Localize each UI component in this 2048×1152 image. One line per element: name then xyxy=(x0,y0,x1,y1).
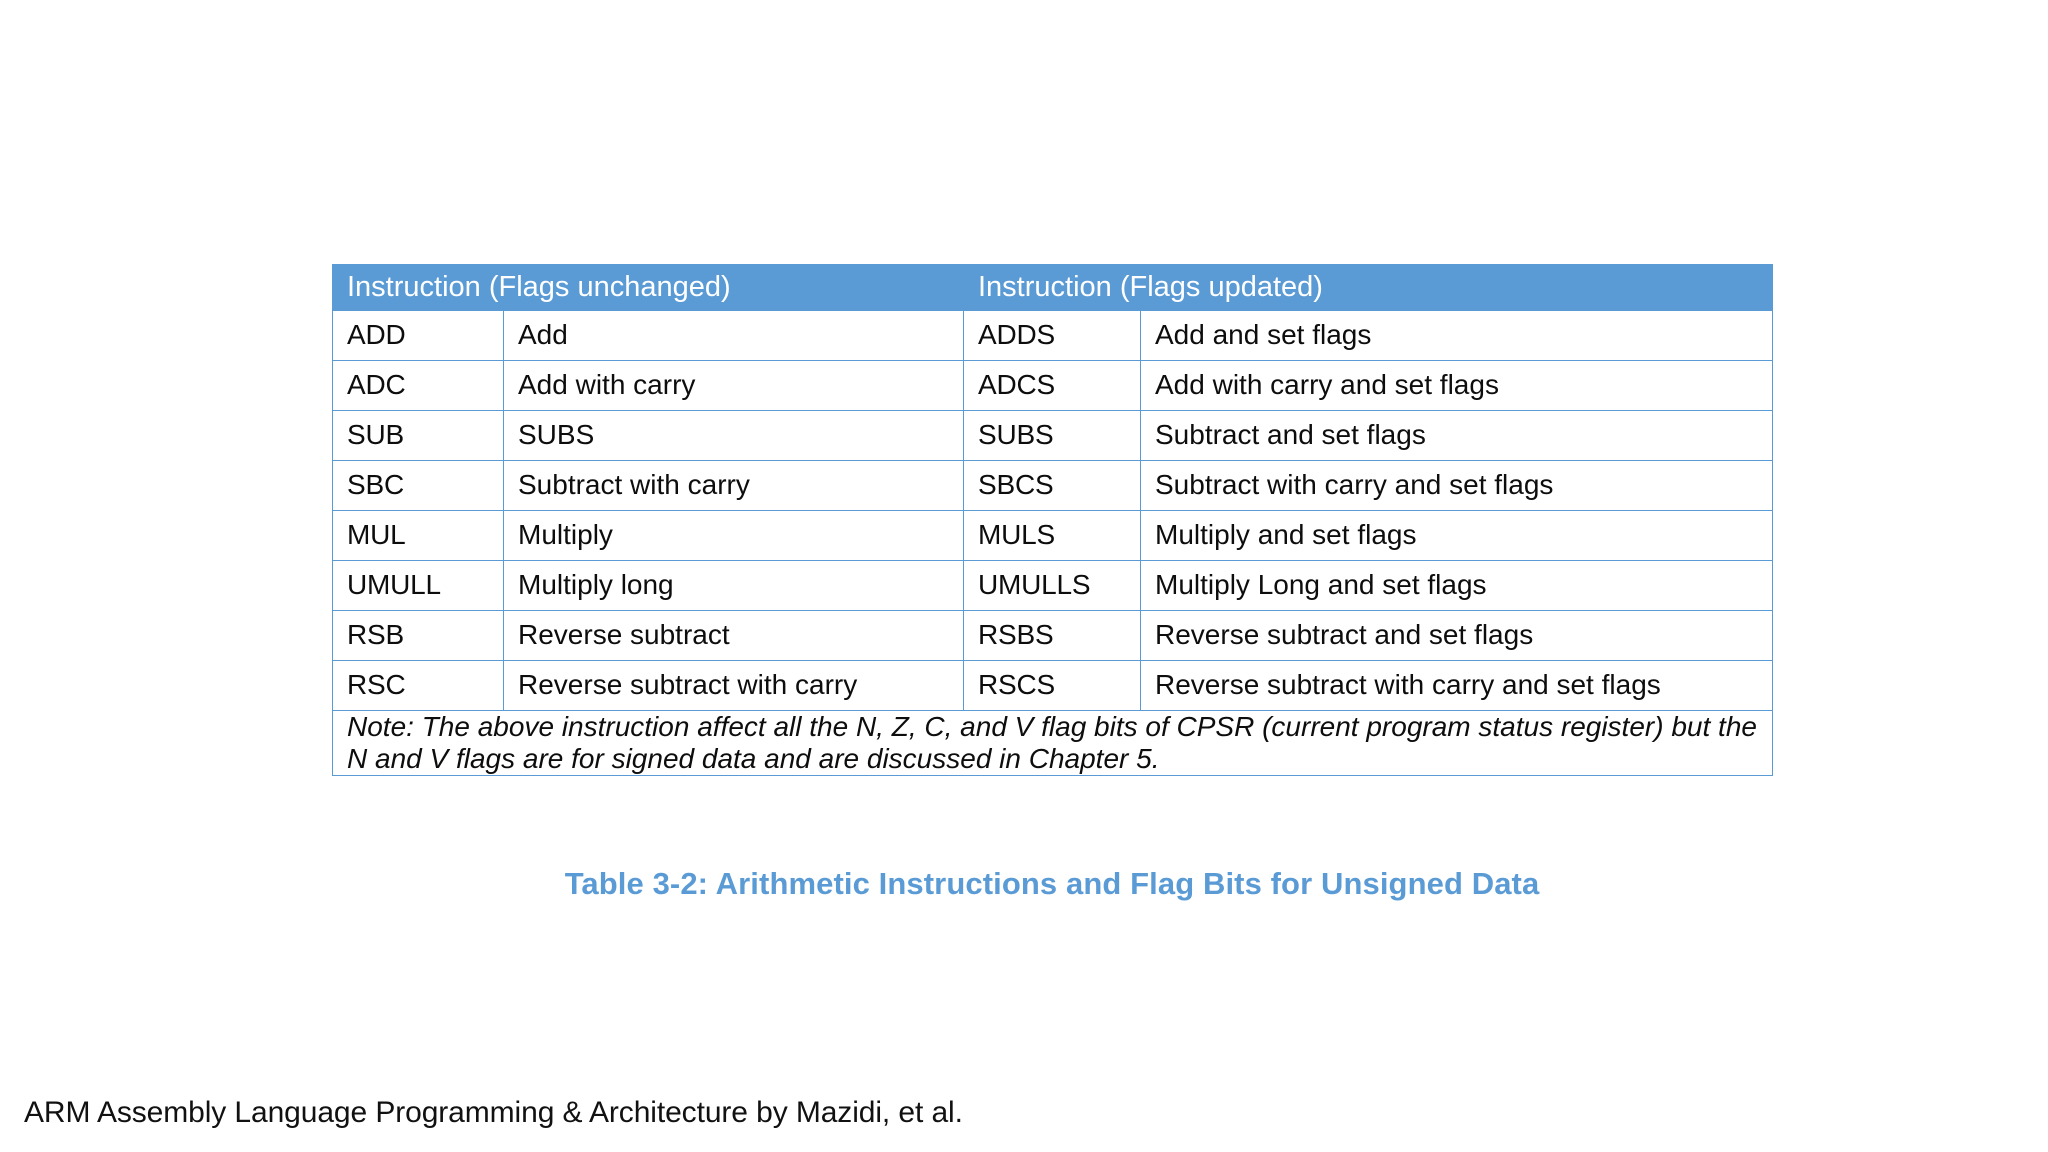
table-row: MUL Multiply MULS Multiply and set flags xyxy=(332,510,1773,561)
slide-footer-attribution: ARM Assembly Language Programming & Arch… xyxy=(24,1096,963,1129)
cell-desc-unchanged: Reverse subtract xyxy=(503,610,964,661)
cell-mnemonic-updated: SUBS xyxy=(963,410,1141,461)
table-row: SUB SUBS SUBS Subtract and set flags xyxy=(332,410,1773,461)
cell-mnemonic-unchanged: MUL xyxy=(332,510,504,561)
cell-mnemonic-updated: ADCS xyxy=(963,360,1141,411)
cell-desc-unchanged: SUBS xyxy=(503,410,964,461)
table-caption: Table 3-2: Arithmetic Instructions and F… xyxy=(564,866,1540,901)
cell-desc-updated: Add and set flags xyxy=(1140,310,1773,361)
table-header: Instruction (Flags unchanged) Instructio… xyxy=(332,264,1773,311)
cell-mnemonic-unchanged: ADD xyxy=(332,310,504,361)
cell-mnemonic-updated: RSCS xyxy=(963,660,1141,711)
cell-desc-updated: Add with carry and set flags xyxy=(1140,360,1773,411)
cell-mnemonic-updated: ADDS xyxy=(963,310,1141,361)
table-row: RSB Reverse subtract RSBS Reverse subtra… xyxy=(332,610,1773,661)
cell-desc-unchanged: Add xyxy=(503,310,964,361)
arithmetic-instructions-table: Instruction (Flags unchanged) Instructio… xyxy=(332,264,1773,777)
cell-mnemonic-updated: SBCS xyxy=(963,460,1141,511)
cell-mnemonic-unchanged: SUB xyxy=(332,410,504,461)
cell-mnemonic-updated: UMULLS xyxy=(963,560,1141,611)
cell-desc-updated: Multiply Long and set flags xyxy=(1140,560,1773,611)
table-header-row: Instruction (Flags unchanged) Instructio… xyxy=(332,264,1773,311)
column-header-flags-unchanged: Instruction (Flags unchanged) xyxy=(332,264,964,311)
cell-desc-unchanged: Multiply long xyxy=(503,560,964,611)
table-row: SBC Subtract with carry SBCS Subtract wi… xyxy=(332,460,1773,511)
cell-mnemonic-updated: RSBS xyxy=(963,610,1141,661)
cell-mnemonic-updated: MULS xyxy=(963,510,1141,561)
cell-desc-updated: Reverse subtract with carry and set flag… xyxy=(1140,660,1773,711)
cell-desc-unchanged: Reverse subtract with carry xyxy=(503,660,964,711)
table-body: ADD Add ADDS Add and set flags ADC Add w… xyxy=(332,310,1773,777)
cell-desc-updated: Subtract with carry and set flags xyxy=(1140,460,1773,511)
table-note-text: Note: The above instruction affect all t… xyxy=(332,709,1773,777)
table-note-row: Note: The above instruction affect all t… xyxy=(332,709,1773,777)
table-row: UMULL Multiply long UMULLS Multiply Long… xyxy=(332,560,1773,611)
cell-mnemonic-unchanged: RSB xyxy=(332,610,504,661)
cell-desc-unchanged: Subtract with carry xyxy=(503,460,964,511)
cell-desc-updated: Reverse subtract and set flags xyxy=(1140,610,1773,661)
cell-mnemonic-unchanged: RSC xyxy=(332,660,504,711)
arithmetic-instructions-table-container: Instruction (Flags unchanged) Instructio… xyxy=(332,264,1773,777)
table-row: ADD Add ADDS Add and set flags xyxy=(332,310,1773,361)
cell-desc-unchanged: Multiply xyxy=(503,510,964,561)
cell-desc-updated: Multiply and set flags xyxy=(1140,510,1773,561)
table-row: ADC Add with carry ADCS Add with carry a… xyxy=(332,360,1773,411)
cell-desc-unchanged: Add with carry xyxy=(503,360,964,411)
column-header-flags-updated: Instruction (Flags updated) xyxy=(963,264,1773,311)
cell-desc-updated: Subtract and set flags xyxy=(1140,410,1773,461)
cell-mnemonic-unchanged: UMULL xyxy=(332,560,504,611)
table-row: RSC Reverse subtract with carry RSCS Rev… xyxy=(332,660,1773,711)
cell-mnemonic-unchanged: SBC xyxy=(332,460,504,511)
cell-mnemonic-unchanged: ADC xyxy=(332,360,504,411)
